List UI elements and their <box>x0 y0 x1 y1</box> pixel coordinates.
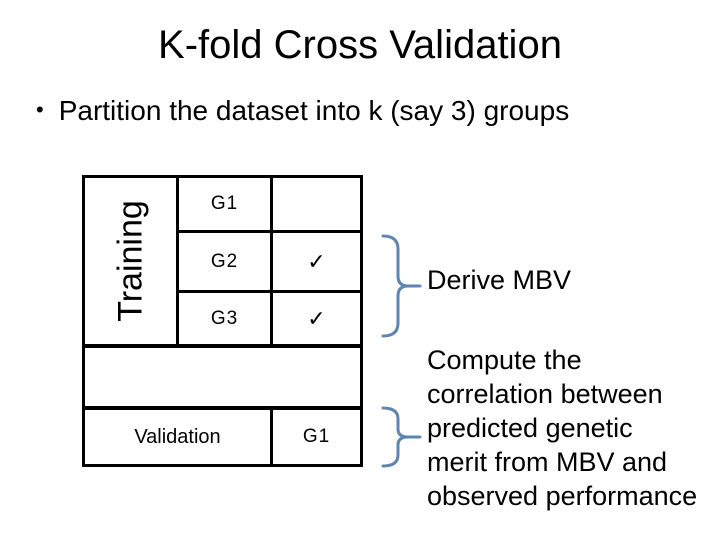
training-label-cell: Training <box>85 178 179 344</box>
compute-correlation-label: Compute the correlation between predicte… <box>427 343 697 513</box>
bullet-line: • Partition the dataset into k (say 3) g… <box>36 95 569 127</box>
group-cell-g2: G2 <box>179 233 273 293</box>
bullet-text: Partition the dataset into k (say 3) gro… <box>58 95 570 126</box>
compute-line-1: Compute the <box>427 345 582 375</box>
slide-title: K-fold Cross Validation <box>158 23 562 67</box>
derive-brace-icon <box>381 234 422 338</box>
compute-line-4: merit from MBV and <box>427 447 668 477</box>
compute-line-3: predicted genetic <box>427 413 633 443</box>
validation-row: Validation G1 <box>82 407 363 467</box>
bullet-marker-icon: • <box>36 97 44 122</box>
training-block: Training G1 G2 ✓ G3 ✓ <box>82 175 363 347</box>
kfold-diagram: Training G1 G2 ✓ G3 ✓ Validation G1 <box>82 175 363 467</box>
training-rows: G1 G2 ✓ G3 ✓ <box>179 178 360 344</box>
check-cell-g1 <box>273 178 360 233</box>
compute-brace-icon <box>381 406 422 468</box>
derive-mbv-label: Derive MBV <box>427 265 572 295</box>
group-cell-g1: G1 <box>179 178 273 233</box>
validation-group-cell: G1 <box>302 426 331 447</box>
validation-label: Validation <box>85 410 273 464</box>
compute-line-5: observed performance <box>427 481 698 511</box>
check-icon-g3: ✓ <box>307 305 326 331</box>
empty-row <box>82 345 363 409</box>
training-label: Training <box>111 200 149 322</box>
compute-line-2: correlation between <box>427 379 663 409</box>
check-icon-g2: ✓ <box>273 233 360 293</box>
group-cell-g3: G3 <box>179 293 273 344</box>
